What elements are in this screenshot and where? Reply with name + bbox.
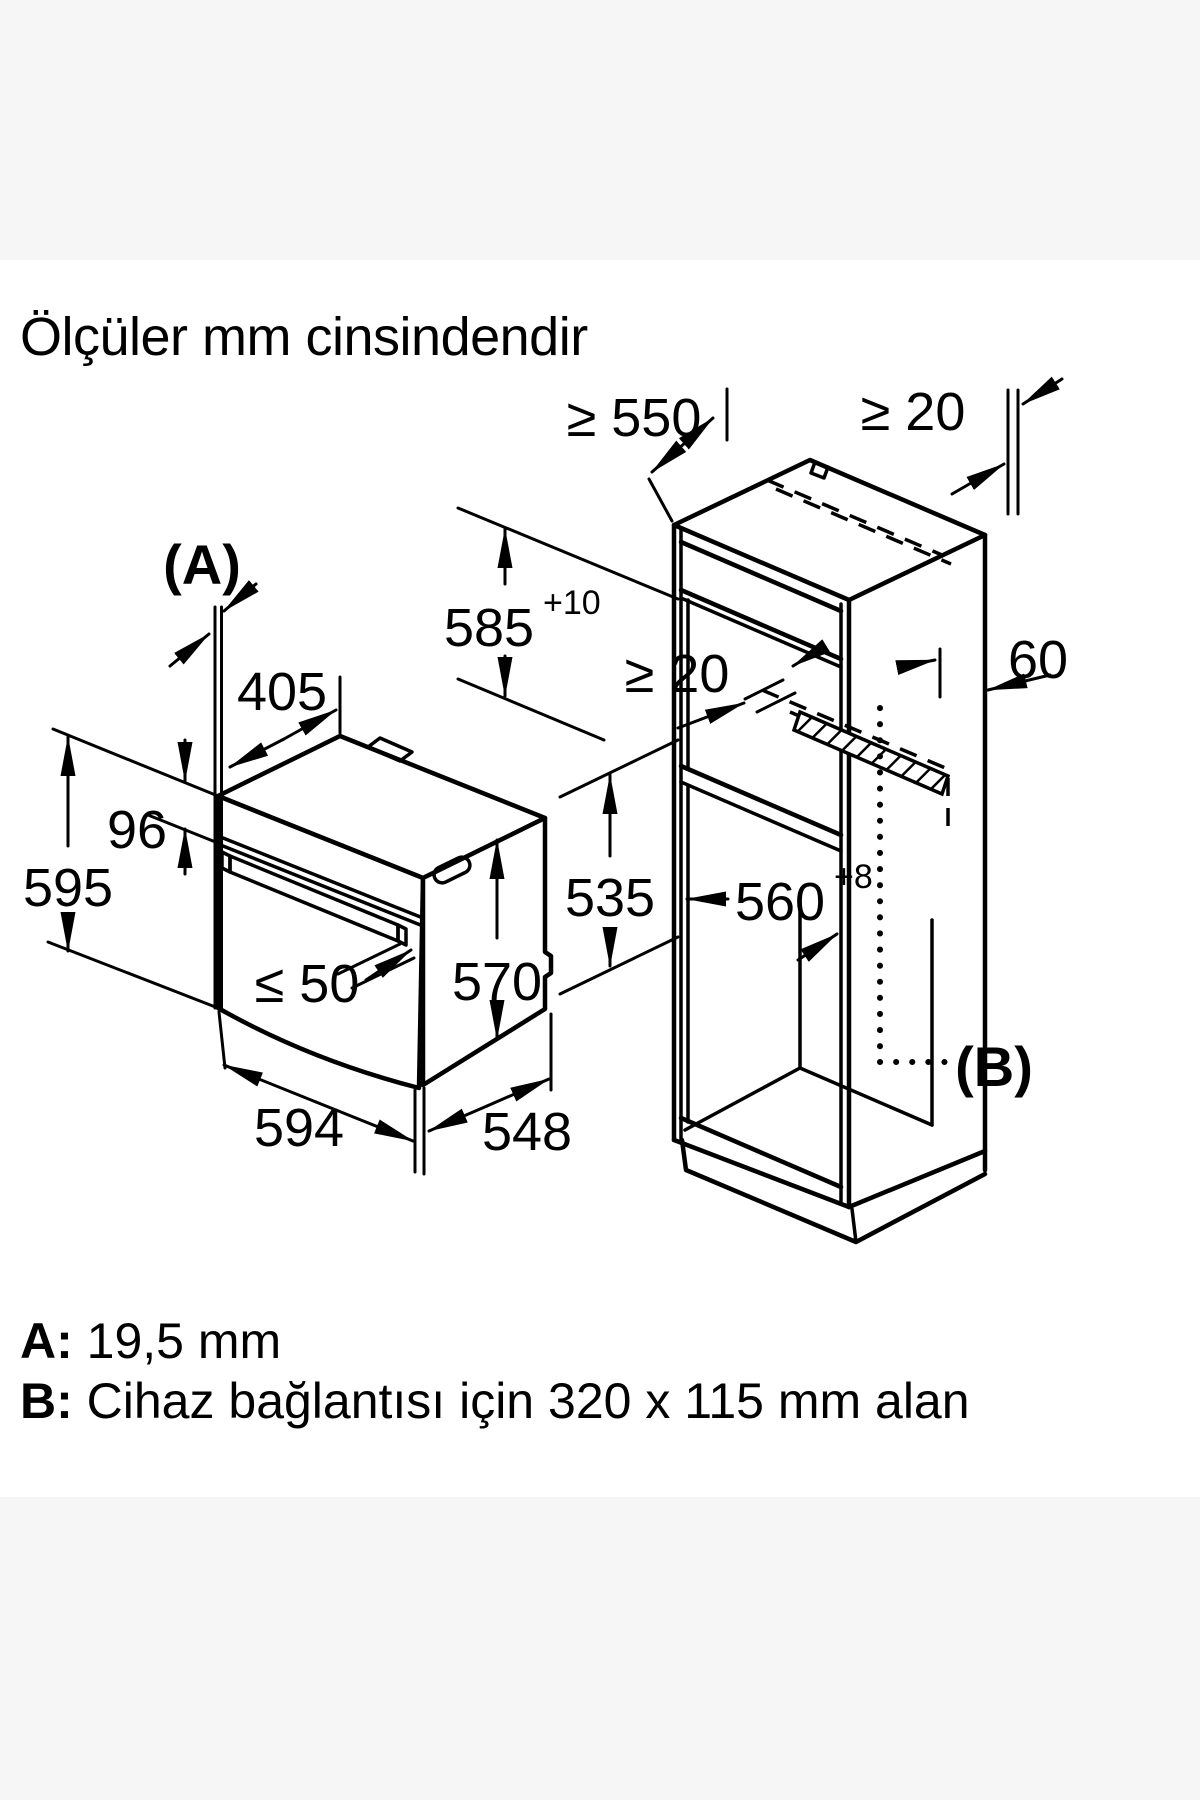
oven-dim-595: 595: [23, 858, 113, 918]
cabinet-top-face: [671, 457, 988, 603]
note-a-text: 19,5 mm: [72, 1313, 282, 1369]
cabinet-dim-560-tol: +8: [834, 858, 873, 896]
cabinet-dim-20-mid: ≥ 20: [625, 644, 730, 704]
cabinet-top-vent-notch: [809, 460, 830, 480]
note-a: A: 19,5 mm: [20, 1312, 281, 1370]
cabinet-dim-535: 535: [565, 868, 655, 928]
oven-dim-548: 548: [482, 1102, 572, 1162]
oven-front-face: [215, 793, 426, 1091]
top-margin-band: [0, 0, 1200, 260]
oven-grip-hole: [432, 855, 472, 885]
bottom-margin-band: [0, 1497, 1200, 1800]
note-a-label: A:: [20, 1313, 73, 1369]
cabinet-plinth: [679, 1137, 988, 1245]
cabinet-dim-550: ≥ 550: [567, 388, 702, 448]
cabinet-vent-hatch: [791, 709, 951, 797]
oven-dim-570: 570: [452, 952, 542, 1012]
oven-side-face: [420, 815, 554, 1088]
cabinet-dim-585-tol: +10: [543, 584, 601, 622]
oven-dim-96: 96: [107, 800, 167, 860]
oven-label-a: (A): [163, 533, 241, 596]
cabinet-dim-560: 560: [735, 872, 825, 932]
page-title: Ölçüler mm cinsindendir: [20, 307, 588, 367]
cabinet-drawing: (B) ≥ 550 ≥ 20 585 +10 ≥ 20: [444, 376, 1068, 1245]
cabinet-dim-20-top: ≥ 20: [861, 382, 966, 442]
cabinet-dim-585: 585: [444, 598, 534, 658]
oven-dim-50: ≤ 50: [255, 954, 360, 1014]
oven-latch: [366, 736, 414, 763]
note-b: B: Cihaz bağlantısı için 320 x 115 mm al…: [20, 1372, 970, 1430]
oven-drawing: (A) 405 96 595 ≤ 50 570 5: [23, 533, 572, 1176]
oven-dim-405: 405: [237, 662, 327, 722]
cabinet-label-b: (B): [955, 1035, 1033, 1098]
note-b-text: Cihaz bağlantısı için 320 x 115 mm alan: [72, 1373, 970, 1429]
cabinet-dim-60: 60: [1008, 630, 1068, 690]
note-b-label: B:: [20, 1373, 73, 1429]
